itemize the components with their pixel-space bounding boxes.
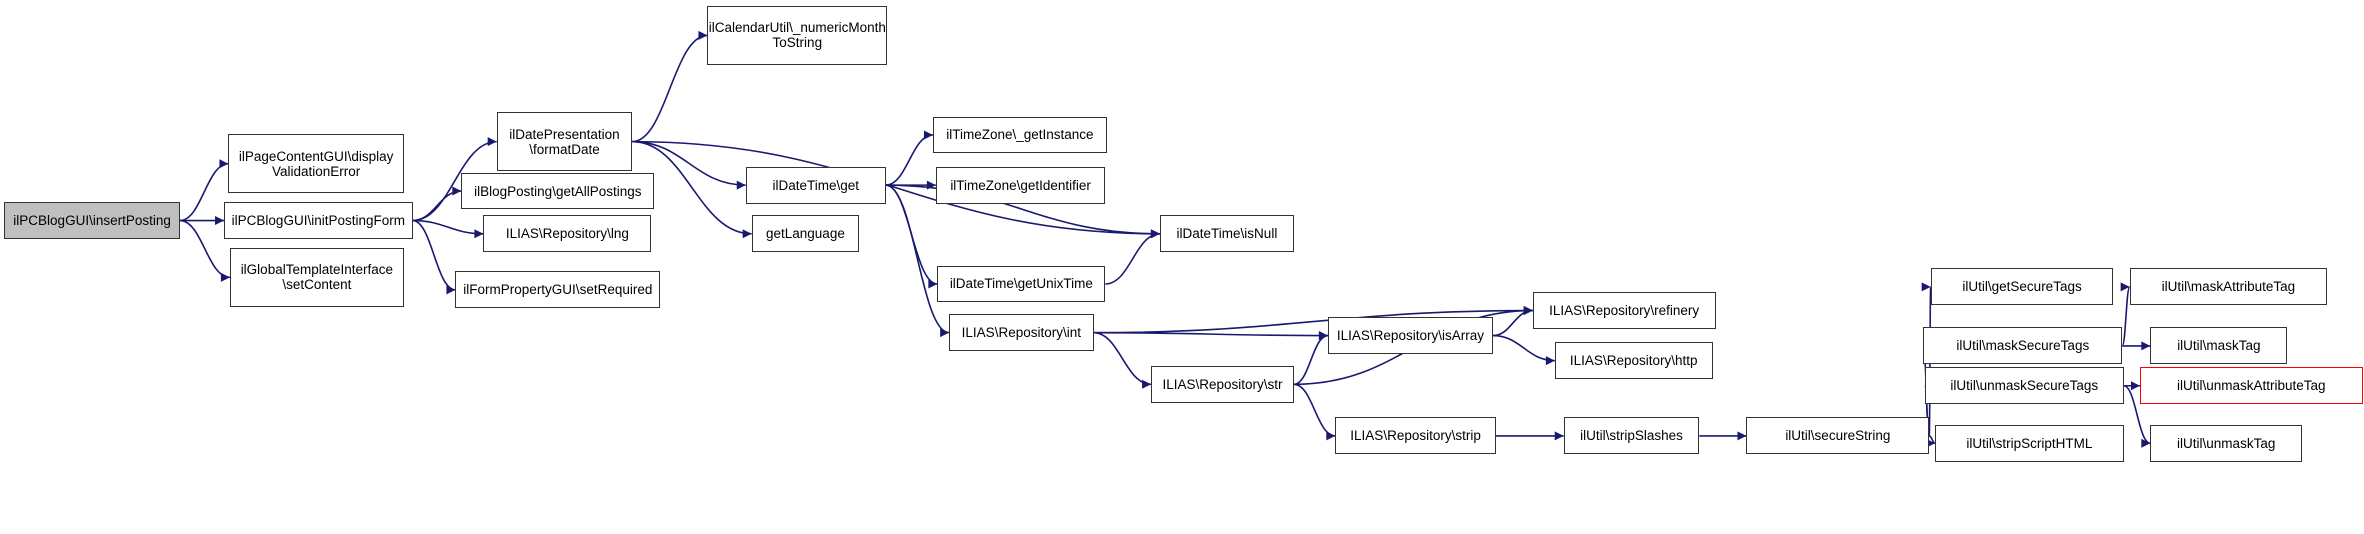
node-label: \formatDate	[529, 141, 600, 157]
node-http[interactable]: ILIAS\Repository\http	[1554, 342, 1713, 380]
edge-initPostingForm-to-getAllPostings	[412, 186, 462, 222]
node-label: ilDateTime\isNull	[1176, 226, 1278, 242]
node-get-all-postings[interactable]: ilBlogPosting\getAllPostings	[461, 172, 655, 210]
node-mask-tag[interactable]: ilUtil\maskTag	[2150, 327, 2288, 365]
node-label: ilPCBlogGUI\initPostingForm	[231, 213, 405, 229]
node-get-language[interactable]: getLanguage	[751, 215, 860, 253]
node-label: ILIAS\Repository\strip	[1350, 428, 1481, 444]
edge-repoInt-to-refinery	[1093, 306, 1533, 334]
node-init-posting-form[interactable]: ilPCBlogGUI\initPostingForm	[224, 202, 413, 239]
node-label: ilUtil\getSecureTags	[1962, 279, 2082, 295]
node-unmask-tag[interactable]: ilUtil\unmaskTag	[2150, 424, 2303, 462]
node-label: ilPageContentGUI\display	[238, 148, 394, 164]
node-label: ilTimeZone\getIdentifier	[950, 177, 1091, 193]
edge-isArray-to-refinery	[1492, 306, 1533, 337]
node-label: ilUtil\unmaskSecureTags	[1950, 378, 2099, 394]
edge-unmaskSecureTags-to-unmaskTag	[2123, 384, 2151, 448]
edge-dtGet-to-isNull	[885, 184, 1160, 239]
node-label: ilUtil\maskSecureTags	[1956, 338, 2090, 354]
node-label: ilDateTime\get	[772, 177, 860, 193]
node-repo-int[interactable]: ILIAS\Repository\int	[949, 314, 1094, 352]
node-set-required[interactable]: ilFormPropertyGUI\setRequired	[455, 271, 661, 309]
node-mask-secure-tags[interactable]: ilUtil\maskSecureTags	[1923, 327, 2123, 365]
node-label: ilCalendarUtil\_numericMonth	[708, 20, 886, 36]
node-label: getLanguage	[766, 226, 845, 242]
node-repo-strip[interactable]: ILIAS\Repository\strip	[1335, 417, 1496, 455]
node-label: ilDatePresentation	[509, 126, 620, 142]
node-strip-slashes[interactable]: ilUtil\stripSlashes	[1563, 417, 1700, 455]
edge-maskSecureTags-to-maskAttributeTag	[2120, 282, 2131, 347]
node-label: ilUtil\stripScriptHTML	[1966, 435, 2093, 451]
node-format-date[interactable]: ilDatePresentation\formatDate	[496, 112, 633, 172]
node-label: ilTimeZone\_getInstance	[946, 127, 1094, 143]
edge-initPostingForm-to-lng	[412, 219, 484, 239]
node-unmask-attribute-tag[interactable]: ilUtil\unmaskAttributeTag	[2139, 367, 2363, 405]
node-label: ValidationError	[271, 163, 361, 179]
node-get-secure-tags[interactable]: ilUtil\getSecureTags	[1930, 268, 2114, 306]
edge-repoStr-to-isArray	[1293, 331, 1329, 386]
node-lng[interactable]: ILIAS\Repository\lng	[483, 215, 652, 253]
edge-isArray-to-http	[1492, 334, 1555, 366]
edge-repoInt-to-repoStr	[1093, 331, 1152, 389]
edge-formatDate-to-getLanguage	[632, 140, 752, 239]
node-tz-get-instance[interactable]: ilTimeZone\_getInstance	[932, 116, 1107, 154]
edge-formatDate-to-dtGet	[632, 140, 746, 190]
edge-formatDate-to-isNull	[632, 140, 1160, 239]
edge-insertPosting-to-setContent	[179, 219, 231, 282]
node-label: ilBlogPosting\getAllPostings	[474, 183, 642, 199]
node-secure-string[interactable]: ilUtil\secureString	[1746, 417, 1930, 455]
node-refinery[interactable]: ILIAS\Repository\refinery	[1532, 292, 1716, 329]
node-is-null[interactable]: ilDateTime\isNull	[1159, 215, 1294, 253]
node-tz-get-identifier[interactable]: ilTimeZone\getIdentifier	[935, 166, 1106, 204]
edge-repoStr-to-repoStrip	[1293, 383, 1336, 441]
node-label: ilUtil\stripSlashes	[1580, 428, 1683, 444]
node-dt-get[interactable]: ilDateTime\get	[745, 166, 886, 204]
edge-repoInt-to-isArray	[1093, 331, 1328, 341]
node-label: ToString	[772, 35, 823, 51]
node-label: ilUtil\maskAttributeTag	[2161, 279, 2296, 295]
node-label: ilDateTime\getUnixTime	[949, 276, 1093, 292]
edge-layer	[179, 30, 2151, 448]
node-label: ILIAS\Repository\lng	[505, 226, 629, 242]
node-insert-posting: ilPCBlogGUI\insertPosting	[4, 202, 180, 239]
edge-insertPosting-to-displayValidationError	[179, 159, 229, 222]
node-label: ilUtil\secureString	[1785, 428, 1891, 444]
node-label: ILIAS\Repository\str	[1162, 376, 1283, 392]
edge-dtGet-to-tzGetInstance	[885, 130, 934, 186]
edge-getUnixTime-to-isNull	[1105, 229, 1160, 285]
node-label: ILIAS\Repository\isArray	[1336, 328, 1484, 344]
node-set-content[interactable]: ilGlobalTemplateInterface\setContent	[229, 247, 404, 307]
edge-initPostingForm-to-setRequired	[412, 219, 456, 295]
node-label: ILIAS\Repository\http	[1569, 353, 1698, 369]
node-is-array[interactable]: ILIAS\Repository\isArray	[1327, 317, 1493, 355]
node-label: ILIAS\Repository\refinery	[1549, 303, 1700, 318]
node-label: ilGlobalTemplateInterface	[240, 262, 394, 278]
edge-formatDate-to-numericMonthToString	[632, 30, 708, 143]
node-label: ilUtil\unmaskTag	[2177, 435, 2276, 451]
node-get-unix-time[interactable]: ilDateTime\getUnixTime	[937, 265, 1106, 303]
node-mask-attribute-tag[interactable]: ilUtil\maskAttributeTag	[2129, 268, 2328, 306]
node-label: ILIAS\Repository\int	[961, 325, 1081, 341]
edge-secureString-to-stripScriptHTML	[1926, 435, 1936, 448]
node-strip-script-html[interactable]: ilUtil\stripScriptHTML	[1935, 424, 2124, 462]
node-label: \setContent	[282, 277, 352, 293]
edge-dtGet-to-repoInt	[885, 184, 950, 338]
node-unmask-secure-tags[interactable]: ilUtil\unmaskSecureTags	[1924, 367, 2124, 405]
node-repo-str[interactable]: ILIAS\Repository\str	[1151, 365, 1294, 403]
node-label: ilUtil\maskTag	[2177, 338, 2261, 354]
node-label: ilPCBlogGUI\insertPosting	[13, 213, 171, 229]
node-label: ilUtil\unmaskAttributeTag	[2176, 378, 2326, 394]
node-label: ilFormPropertyGUI\setRequired	[463, 282, 653, 298]
